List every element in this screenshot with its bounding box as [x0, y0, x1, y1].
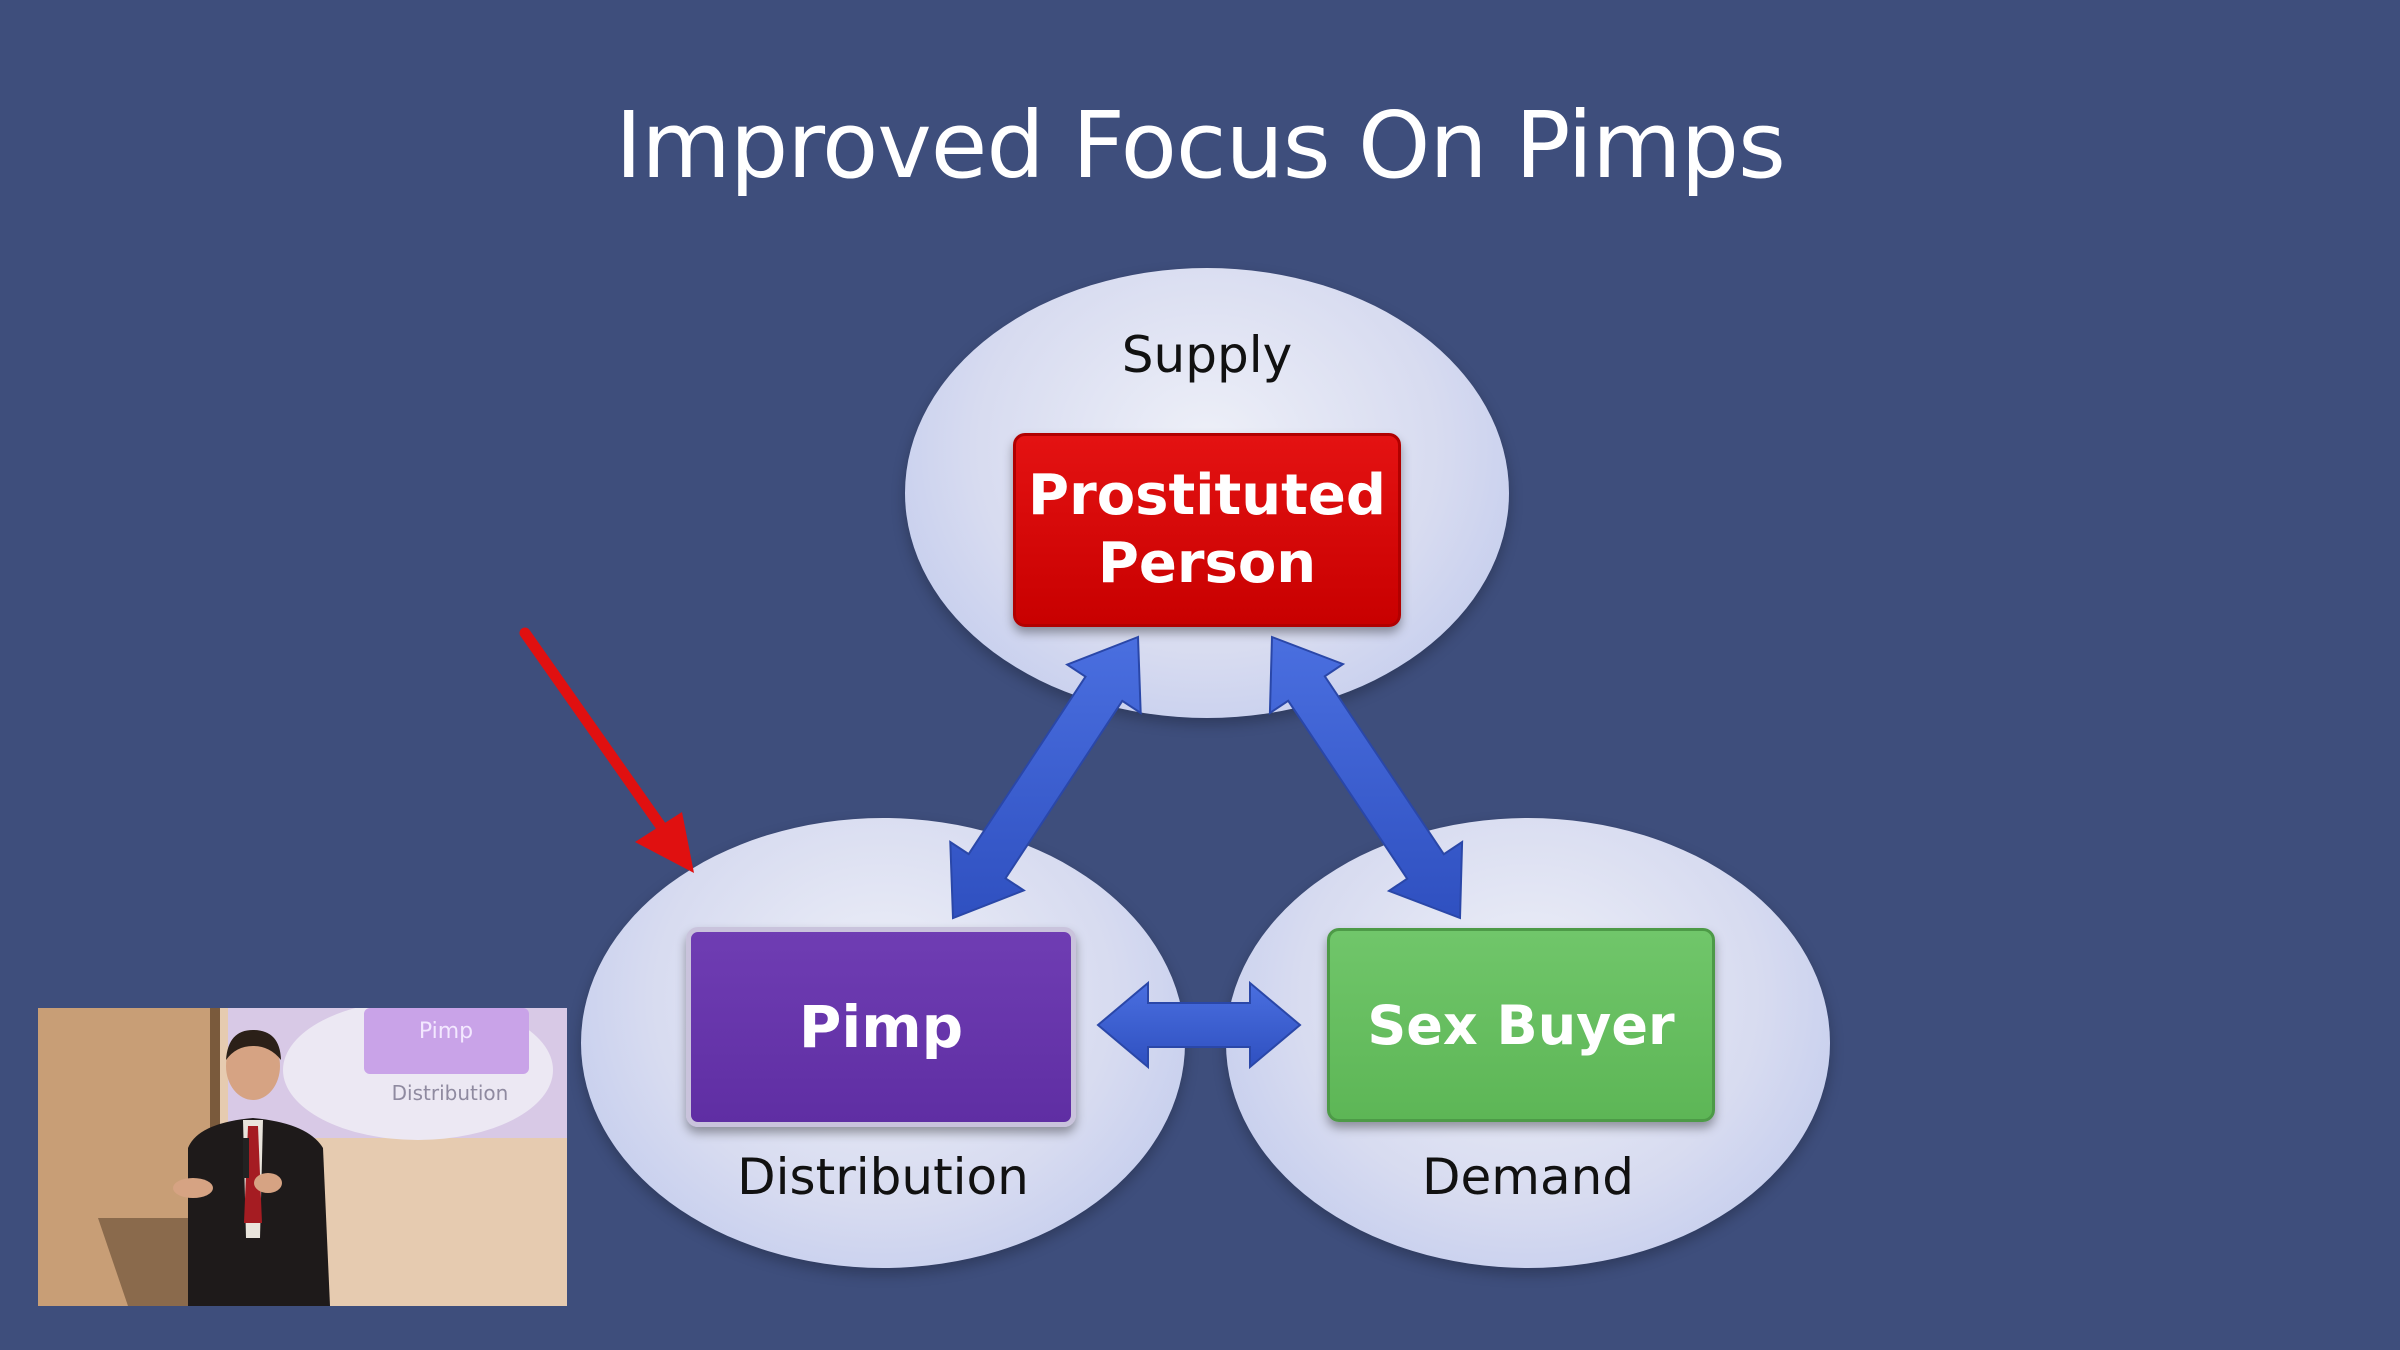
- distribution-label: Distribution: [737, 1148, 1029, 1206]
- prostituted-person-box: Prostituted Person: [1013, 433, 1401, 627]
- screen-pimp-box: [364, 1008, 529, 1074]
- pimp-box: Pimp: [686, 927, 1076, 1127]
- screen-box-text: Pimp: [419, 1019, 473, 1044]
- prostituted-person-label: Prostituted Person: [1028, 463, 1386, 596]
- pimp-label: Pimp: [798, 993, 964, 1061]
- red-pointer-arrow-icon: [519, 627, 694, 873]
- double-arrow-distribution-demand: [1096, 980, 1302, 1070]
- sex-buyer-label: Sex Buyer: [1367, 993, 1675, 1057]
- screen-ellipse-text: Distribution: [392, 1081, 509, 1105]
- double-arrow-supply-demand: [1268, 635, 1464, 920]
- podium: [98, 1218, 188, 1306]
- speaker-scene: Pimp Distribution: [38, 1008, 567, 1306]
- speaker-figure: [173, 1030, 330, 1306]
- slide-title: Improved Focus On Pimps: [615, 92, 1786, 199]
- supply-label: Supply: [1121, 326, 1293, 384]
- speaker-video-inset: Pimp Distribution: [38, 1008, 567, 1306]
- double-arrow-supply-distribution: [949, 635, 1142, 920]
- demand-ellipse: Demand: [1226, 818, 1830, 1268]
- demand-label: Demand: [1421, 1148, 1635, 1206]
- sex-buyer-box: Sex Buyer: [1327, 928, 1715, 1122]
